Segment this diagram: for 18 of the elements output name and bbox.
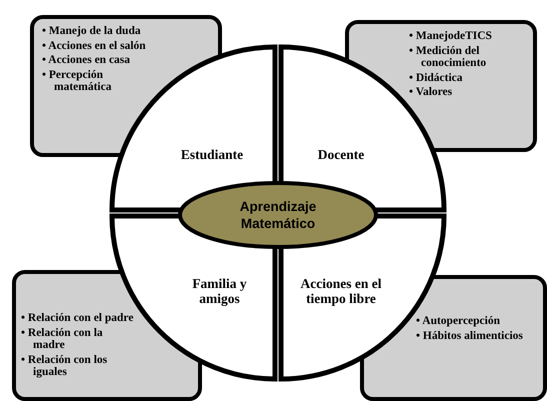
bullet-item: • ManejodeTICS bbox=[409, 30, 493, 42]
segment-label: Familia y amigos bbox=[191, 276, 248, 306]
bullet-item: • Hábitos alimenticios bbox=[416, 330, 524, 342]
bullet-item: • Relación con los iguales bbox=[21, 354, 108, 378]
bullet-item: • Acciones en el salón bbox=[42, 40, 147, 52]
center-label: Aprendizaje Matemático bbox=[238, 198, 318, 232]
bullet-item: • Autopercepción bbox=[416, 315, 501, 328]
bullet-item: • Medición del conocimiento bbox=[409, 44, 488, 70]
segment-label: Docente bbox=[316, 147, 366, 162]
bullet-item: • Relación con el padre bbox=[21, 312, 134, 324]
bullet-item: • Manejo de la duda bbox=[42, 25, 142, 38]
segment-label: Acciones en el tiempo libre bbox=[300, 276, 382, 306]
segment-label: Estudiante bbox=[180, 147, 244, 162]
bullet-item: • Acciones en casa bbox=[42, 54, 132, 66]
bullet-item: • Didáctica bbox=[409, 72, 464, 84]
bullet-item: • Valores bbox=[409, 86, 454, 98]
bullet-item: • Relación con la madre bbox=[21, 326, 104, 352]
bullet-item: • Percepción matemática bbox=[42, 68, 112, 94]
